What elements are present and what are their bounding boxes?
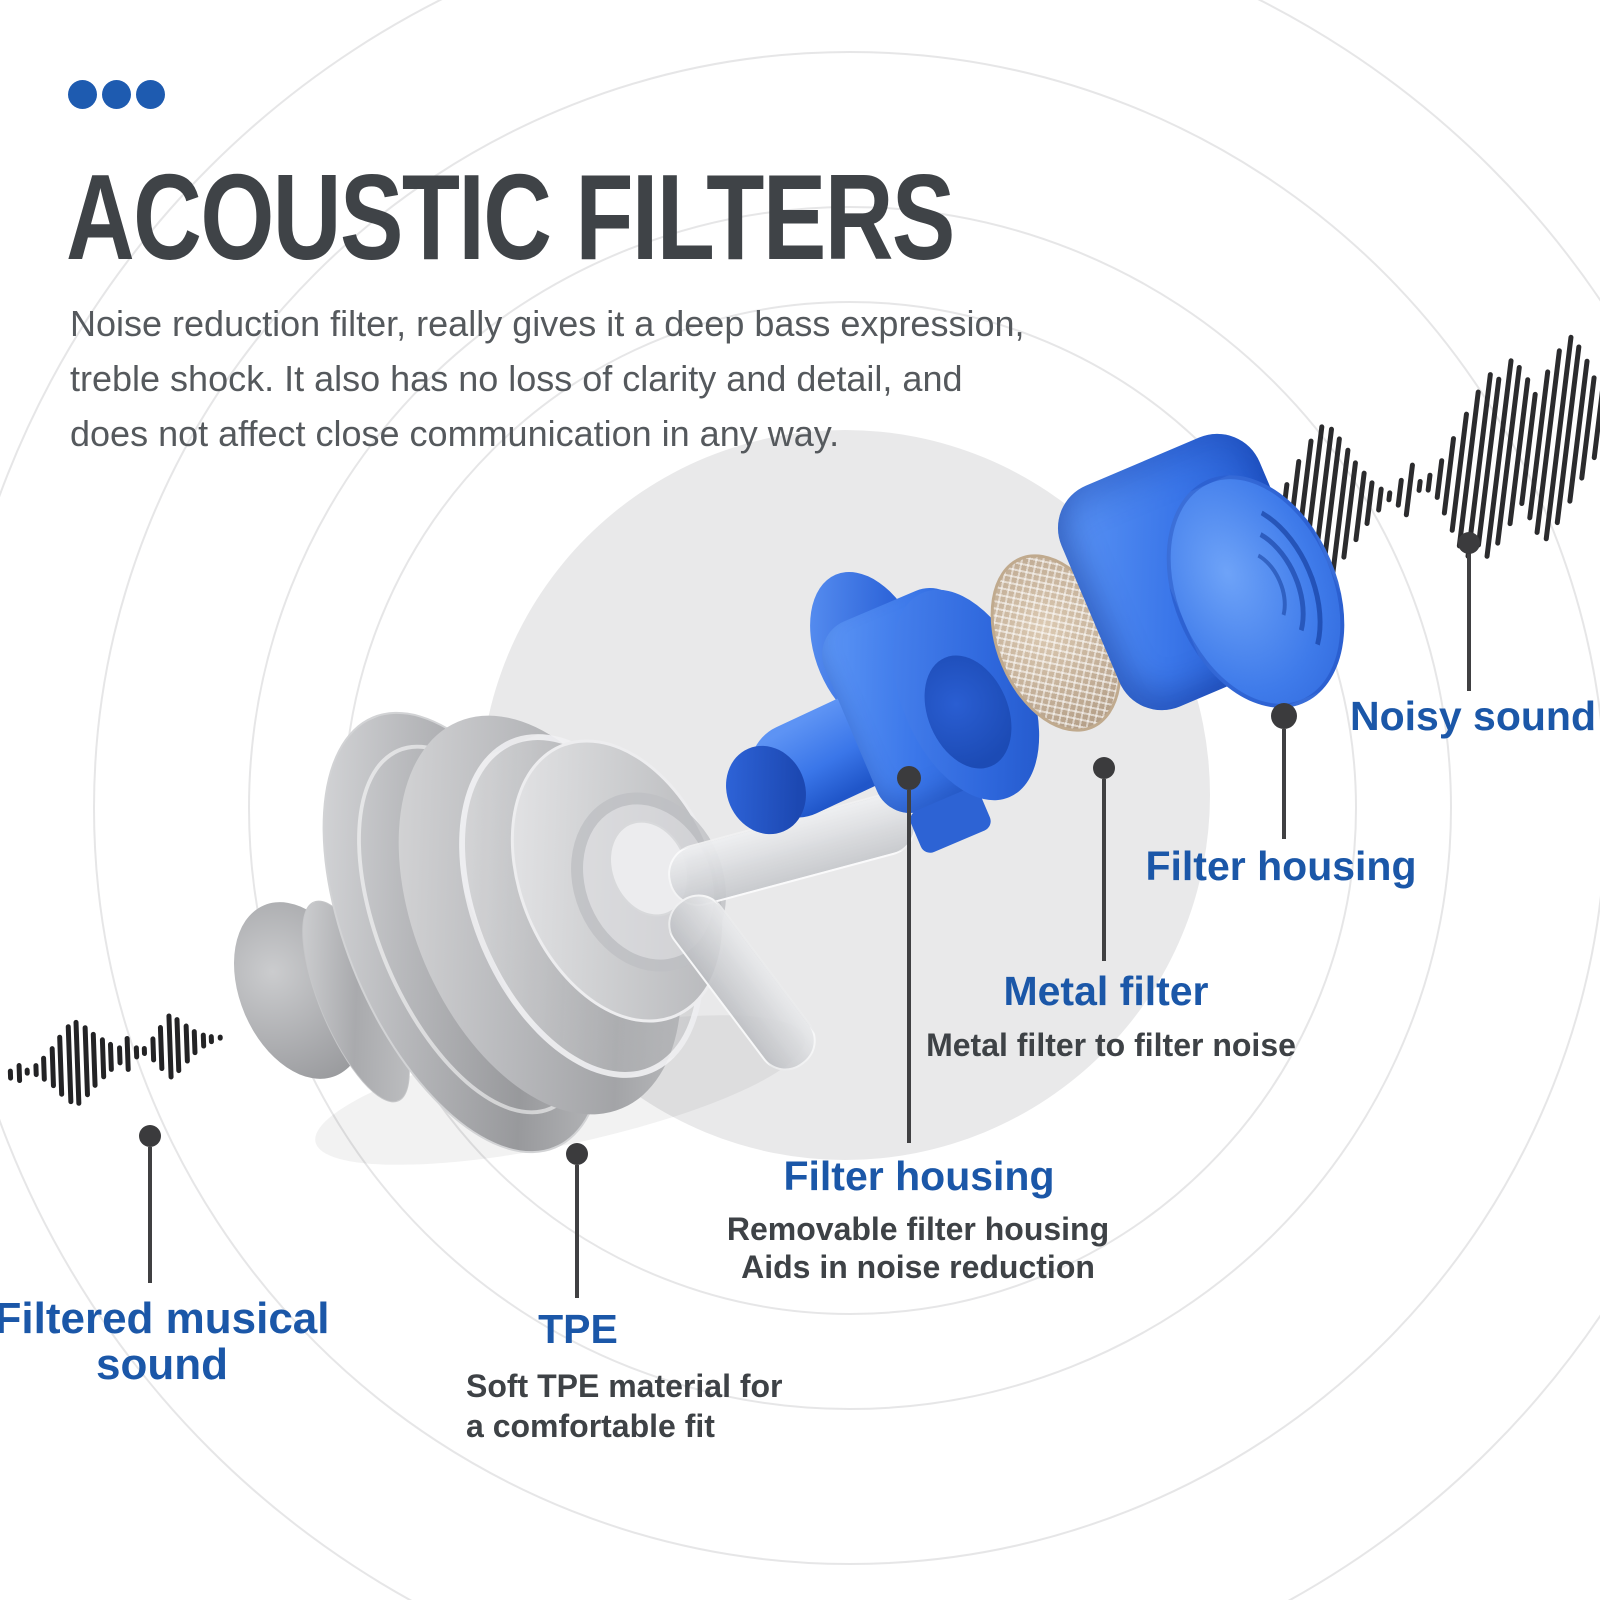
filtered-musical-sound-callout-line — [148, 1147, 152, 1283]
tpe-description: Soft TPE material for a comfortable fit — [466, 1366, 783, 1446]
description-line: treble shock. It also has no loss of cla… — [70, 358, 963, 399]
noisy-sound-label: Noisy sound — [1349, 693, 1597, 739]
tpe-callout-line — [575, 1165, 579, 1298]
description-line: a comfortable fit — [466, 1408, 715, 1444]
description-line: does not affect close communication in a… — [70, 413, 840, 454]
filter-housing-right-callout-dot — [1271, 703, 1297, 729]
filter-housing-bottom-label: Filter housing — [783, 1153, 1055, 1199]
label-line: Filtered musical — [0, 1294, 330, 1343]
three-dots-icon — [68, 80, 165, 109]
description-line: Noise reduction filter, really gives it … — [70, 303, 1025, 344]
description-line: Aids in noise reduction — [741, 1249, 1095, 1285]
tpe-callout-dot — [566, 1143, 588, 1165]
filtered-musical-sound-callout-dot — [139, 1125, 161, 1147]
filter-housing-bottom-description: Removable filter housing Aids in noise r… — [727, 1210, 1109, 1286]
filter-housing-right-callout-line — [1282, 729, 1286, 839]
filtered-musical-sound-label: Filtered musical sound — [0, 1296, 330, 1388]
description-line: Removable filter housing — [726, 1211, 1110, 1247]
metal-filter-label: Metal filter — [1003, 968, 1209, 1014]
description-line: Soft TPE material for — [466, 1368, 783, 1404]
noisy-sound-callout-dot — [1458, 532, 1480, 554]
filter-housing-bottom-callout-line — [907, 790, 911, 1143]
filter-housing-right-label: Filter housing — [1145, 843, 1417, 889]
metal-filter-callout-line — [1102, 779, 1106, 961]
metal-filter-description: Metal filter to filter noise — [926, 1027, 1296, 1063]
metal-filter-callout-dot — [1093, 757, 1115, 779]
noisy-sound-callout-line — [1467, 554, 1471, 691]
page-title: ACOUSTIC FILTERS — [66, 149, 955, 285]
label-line: sound — [96, 1340, 228, 1389]
description-paragraph: Noise reduction filter, really gives it … — [70, 296, 1025, 461]
tpe-label: TPE — [538, 1306, 618, 1352]
filter-housing-bottom-callout-dot — [897, 766, 921, 790]
